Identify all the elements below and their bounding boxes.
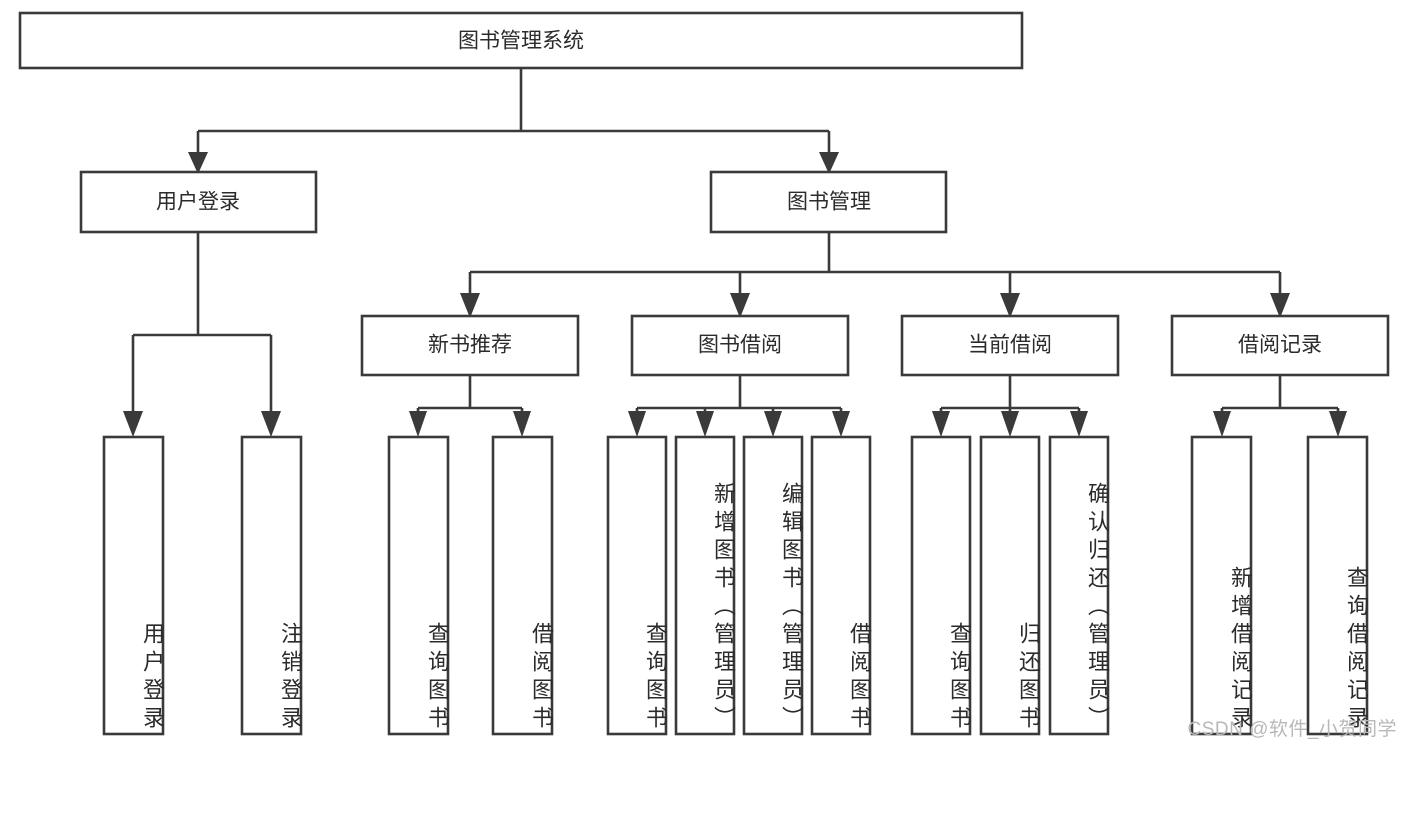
- arrowhead-nb-leaf-1: [513, 411, 531, 437]
- arrowhead-ul-leaf-0: [123, 411, 143, 437]
- node-leaf-add-book[interactable]: [674, 435, 736, 736]
- node-leaf-query-book-3[interactable]: [910, 435, 972, 736]
- arrowhead-new-book: [460, 293, 480, 318]
- arrowhead-bb-leaf-3: [832, 411, 850, 437]
- node-borrow-record-label: 借阅记录: [1238, 334, 1322, 357]
- node-book-management-label: 图书管理: [787, 191, 871, 214]
- node-leaf-borrow-book-1[interactable]: [491, 435, 554, 736]
- node-user-login-label: 用户登录: [156, 191, 240, 214]
- node-user-login[interactable]: [79, 170, 318, 234]
- node-borrow-record[interactable]: [1170, 314, 1390, 377]
- arrowhead-bb-leaf-2: [764, 411, 782, 437]
- watermark-text: CSDN @软件_小贺同学: [1187, 719, 1397, 740]
- node-leaf-confirm-return[interactable]: [1048, 435, 1110, 736]
- node-current-borrow[interactable]: [900, 314, 1120, 377]
- node-leaf-edit-book[interactable]: [742, 435, 804, 736]
- node-leaf-borrow-book-2[interactable]: [810, 435, 872, 736]
- node-leaf-return-book[interactable]: [979, 435, 1041, 736]
- arrowhead-book-borrow: [730, 293, 750, 318]
- diagram-canvas: 图书管理系统 用户登录 图书管理 新书推荐 图书借阅 当前借阅 借阅记录: [18, 11, 1397, 740]
- node-new-book-recommend[interactable]: [360, 314, 580, 377]
- arrowhead-cb-leaf-1: [1001, 411, 1019, 437]
- node-leaf-query-book-1[interactable]: [387, 435, 450, 736]
- arrowhead-layer: [123, 152, 1347, 437]
- node-leaf-user-login[interactable]: [102, 435, 165, 736]
- arrowhead-book-management: [819, 152, 839, 174]
- diagram-svg: 图书管理系统 用户登录 图书管理 新书推荐 图书借阅 当前借阅 借阅记录: [18, 11, 1390, 736]
- arrowhead-br-leaf-1: [1329, 411, 1347, 437]
- node-leaf-query-record[interactable]: [1306, 435, 1369, 736]
- node-layer: 图书管理系统 用户登录 图书管理 新书推荐 图书借阅 当前借阅 借阅记录: [18, 11, 1390, 736]
- connector-layer: [131, 68, 1340, 411]
- node-root-label: 图书管理系统: [458, 30, 584, 53]
- node-leaf-user-logout[interactable]: [240, 435, 303, 736]
- node-book-borrow-label: 图书借阅: [698, 334, 782, 357]
- arrowhead-br-leaf-0: [1213, 411, 1231, 437]
- node-leaf-add-record[interactable]: [1190, 435, 1253, 736]
- node-new-book-recommend-label: 新书推荐: [428, 334, 512, 357]
- node-current-borrow-label: 当前借阅: [968, 334, 1052, 357]
- arrowhead-current-borrow: [1000, 293, 1020, 318]
- arrowhead-ul-leaf-1: [261, 411, 281, 437]
- arrowhead-user-login: [188, 152, 208, 174]
- node-leaf-query-book-2[interactable]: [606, 435, 668, 736]
- arrowhead-nb-leaf-0: [409, 411, 427, 437]
- arrowhead-cb-leaf-2: [1070, 411, 1088, 437]
- node-book-borrow[interactable]: [630, 314, 850, 377]
- node-root[interactable]: [18, 11, 1024, 70]
- arrowhead-borrow-record: [1270, 293, 1290, 318]
- arrowhead-cb-leaf-0: [932, 411, 950, 437]
- node-book-management[interactable]: [709, 170, 948, 234]
- arrowhead-bb-leaf-1: [696, 411, 714, 437]
- arrowhead-bb-leaf-0: [628, 411, 646, 437]
